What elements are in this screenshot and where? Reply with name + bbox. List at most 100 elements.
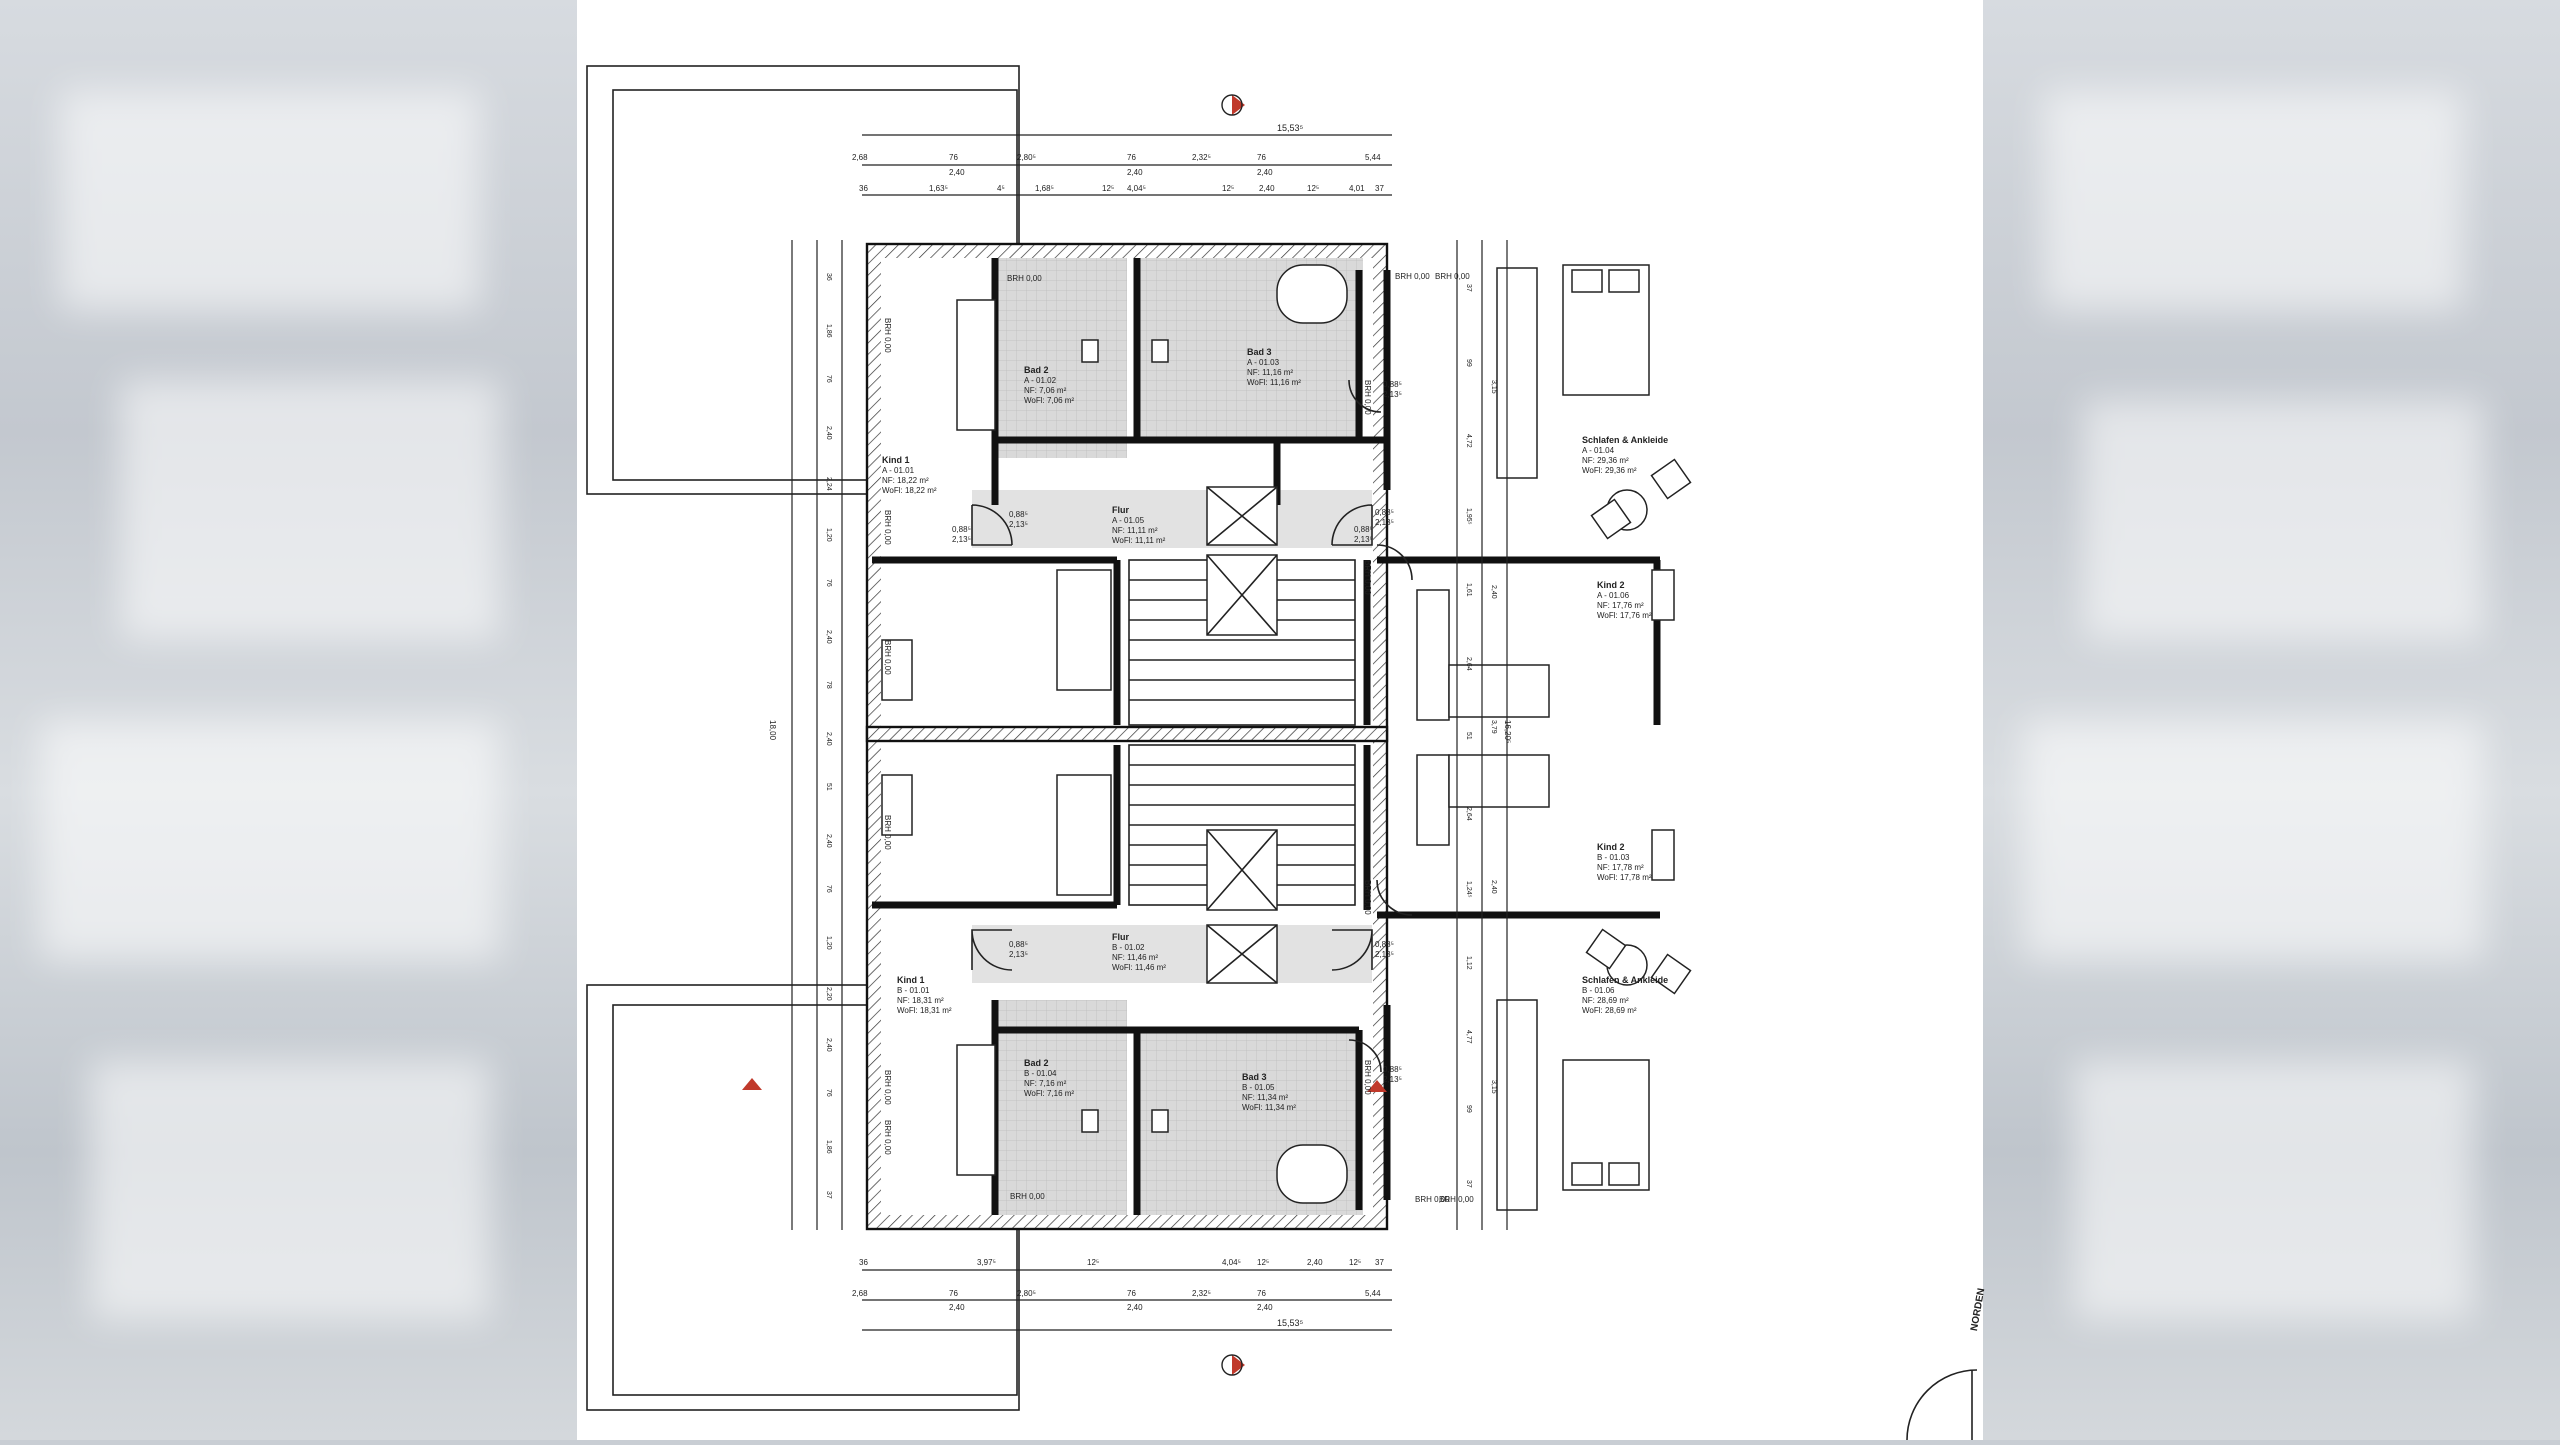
dimension-label: 2,64 [1465,806,1472,821]
dimension-label: 2,32⁵ [1192,1289,1211,1298]
room-detail: A - 01.06 [1597,591,1630,600]
dimension-label: 15,53⁵ [1277,123,1304,133]
background-left [0,0,577,1440]
dimension-label: 2,40 [1127,168,1143,177]
brh-label: BRH 0,00 [1439,1195,1474,1204]
blur-block [40,720,500,960]
room-name: Schlafen & Ankleide [1582,435,1669,445]
brh-label: BRH 0,00 [1363,560,1372,595]
dimension-label: 2,80⁵ [1017,153,1036,162]
room-name: Flur [1112,932,1129,942]
room-detail: WoFl: 17,78 m² [1597,873,1652,882]
room-detail: A - 01.04 [1582,446,1615,455]
dimension-label: 76 [825,578,832,587]
room-detail: B - 01.04 [1024,1069,1057,1078]
dimension-label: 1,61 [1465,582,1472,597]
room-detail: B - 01.03 [1597,853,1630,862]
door-label: 2,13⁵ [1375,518,1394,527]
dimension-label: 76 [1127,153,1136,162]
room-detail: NF: 7,06 m² [1024,386,1067,395]
dimension-label: 76 [825,885,832,893]
dimension-label: 5,44 [1365,153,1381,162]
blur-block [90,1060,490,1320]
room-name: Bad 2 [1024,1058,1049,1068]
door-label: 0,88⁵ [1383,1065,1402,1074]
room-name: Schlafen & Ankleide [1582,975,1669,985]
dimension-label: 76 [949,153,958,162]
room-detail: WoFl: 11,16 m² [1247,378,1301,387]
dimension-label: 15,53⁵ [1277,1318,1304,1328]
brh-label: BRH 0,00 [1363,880,1372,915]
room-detail: B - 01.02 [1112,943,1145,952]
brh-label: BRH 0,00 [1010,1192,1045,1201]
north-arrow [1906,1369,1978,1441]
room-name: Bad 3 [1242,1072,1267,1082]
door-label: 2,13⁵ [1383,390,1402,399]
room-name: Bad 3 [1247,347,1272,357]
section-marker-top [1221,94,1245,116]
dimension-label: 12⁵ [1222,184,1235,193]
staircase-upper [1128,486,1356,726]
brh-label: BRH 0,00 [1363,380,1372,415]
dimension-label: 3,79 [1490,720,1497,734]
brh-label: BRH 0,00 [883,640,892,675]
room-name: Kind 1 [882,455,910,465]
dimension-label: 2,68 [852,153,868,162]
dimension-label: 1,12 [1465,955,1472,970]
room-detail: WoFl: 29,36 m² [1582,466,1637,475]
room-name: Kind 2 [1597,842,1625,852]
corridor-fill [972,490,1372,983]
room-detail: NF: 11,16 m² [1247,368,1294,377]
brh-label: BRH 0,00 [883,510,892,545]
dimension-label: 37 [1375,184,1384,193]
inner-walls [872,258,1661,1215]
dimension-label: 76 [1127,1289,1136,1298]
dimension-label: 1,20 [825,936,832,950]
door-label: 0,88⁵ [1375,940,1394,949]
dimension-label: 4,04⁵ [1127,184,1146,193]
brh-label: BRH 0,00 [1007,274,1042,283]
room-detail: WoFl: 28,69 m² [1582,1006,1637,1015]
dimension-label: 76 [1257,153,1266,162]
dimension-label: 2,68 [852,1289,868,1298]
dimension-label: 2,40 [825,834,832,848]
door-label: 2,13⁵ [1383,1075,1402,1084]
dimension-label: 2,40 [1259,184,1275,193]
section-marker-right [1367,1080,1387,1092]
door-label: 2,13⁵ [1354,535,1373,544]
dimension-label: 51 [825,783,832,791]
dimension-lines [791,134,1508,1331]
dimension-label: 76 [825,1089,832,1098]
room-name: Kind 2 [1597,580,1625,590]
dimension-label: 2,80⁵ [1017,1289,1036,1298]
door-label: 0,88⁵ [1009,510,1028,519]
dimension-label: 1,63⁵ [929,184,948,193]
room-detail: WoFl: 7,16 m² [1024,1089,1075,1098]
dimension-label: 37 [1465,1179,1472,1188]
dimension-label: 12⁵ [1257,1258,1270,1267]
dimension-label: 36 [859,184,868,193]
room-detail: NF: 11,34 m² [1242,1093,1289,1102]
brh-label: BRH 0,00 [883,318,892,353]
dimension-label: 2,40 [1307,1258,1323,1267]
room-detail: NF: 11,11 m² [1112,526,1158,535]
section-marker-left [742,1078,762,1090]
room-detail: B - 01.01 [897,986,930,995]
door-label: 0,88⁵ [1009,940,1028,949]
brh-label: BRH 0,00 [1415,1195,1450,1204]
dimension-label: 2,20 [825,987,832,1001]
blur-block [2023,720,2483,960]
brh-label: BRH 0,00 [1395,272,1430,281]
room-detail: B - 01.06 [1582,986,1615,995]
bathroom-tiles [997,258,1363,1215]
dimension-label: 2,40 [1490,880,1497,894]
dimension-label: 37 [825,1191,832,1200]
dimension-label: 12⁵ [1087,1258,1100,1267]
dimension-label: 2,40 [1127,1303,1143,1312]
dimension-label: 1,86 [825,1140,832,1155]
dimension-label: 76 [1257,1289,1266,1298]
room-detail: A - 01.05 [1112,516,1145,525]
dimension-label: 1,20 [825,527,832,542]
door-label: 2,13⁵ [1375,950,1394,959]
dimension-label: 2,40 [1257,1303,1273,1312]
